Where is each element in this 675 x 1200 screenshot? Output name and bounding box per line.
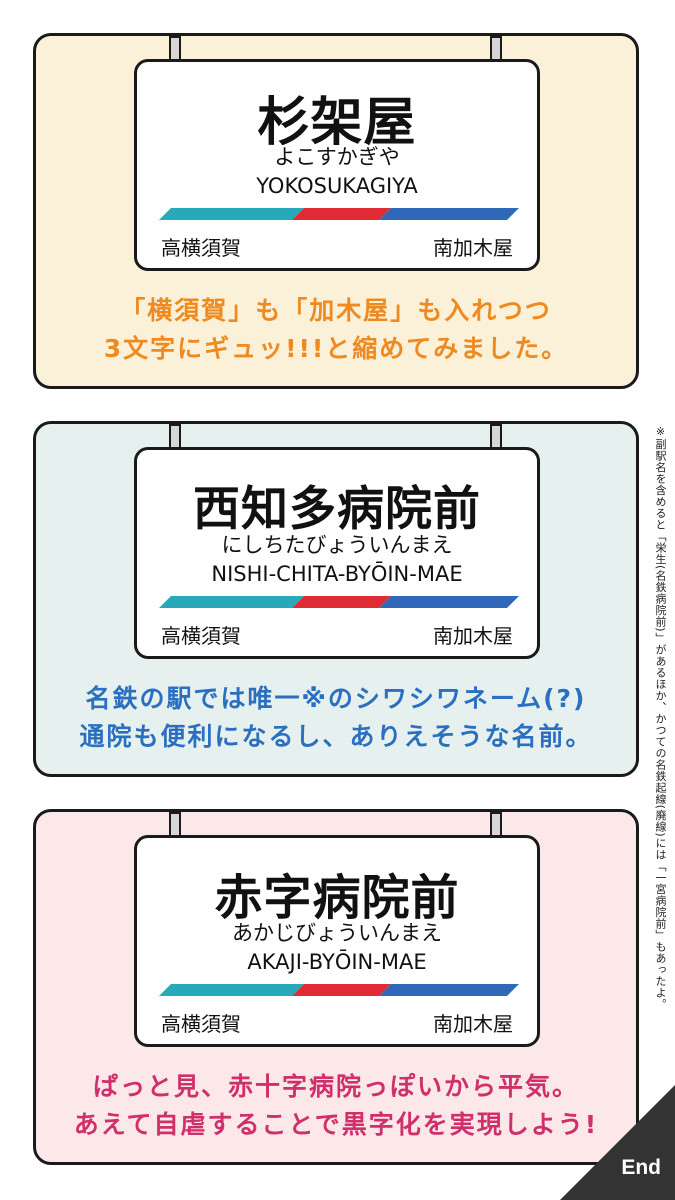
station-sign-3: 赤字病院前 あかじびょういんまえ AKAJI-BYŌIN-MAE 高横須賀 南加… [134,835,540,1047]
adjacent-station-left: 高横須賀 [161,236,241,260]
line-color-stripe [159,984,519,996]
caption-2: 名鉄の駅では唯一※のシワシワネーム(?) 通院も便利になるし、ありえそうな名前。 [33,680,639,756]
caption-line: 「横須賀」も「加木屋」も入れつつ [120,296,552,325]
station-romaji: YOKOSUKAGIYA [256,174,418,198]
station-sign-2: 西知多病院前 にしちたびょういんまえ NISHI-CHITA-BYŌIN-MAE… [134,447,540,659]
caption-line: 3文字にギュッ!!!と縮めてみました。 [103,334,569,363]
station-kana: にしちたびょういんまえ [221,533,453,557]
station-name: 杉架屋 [257,93,417,153]
station-kana: よこすかぎや [274,145,400,169]
adjacent-station-left: 高横須賀 [161,1012,241,1036]
caption-line: 名鉄の駅では唯一※のシワシワネーム(?) [85,684,587,713]
adjacent-station-left: 高横須賀 [161,624,241,648]
line-color-stripe [159,596,519,608]
caption-line: ぱっと見、赤十字病院っぽいから平気。 [92,1072,579,1101]
caption-3: ぱっと見、赤十字病院っぽいから平気。 あえて自虐することで黒字化を実現しよう! [33,1068,639,1144]
station-sign-1: 杉架屋 よこすかぎや YOKOSUKAGIYA 高横須賀 南加木屋 [134,59,540,271]
adjacent-station-right: 南加木屋 [433,1012,513,1036]
station-kana: あかじびょういんまえ [232,921,442,945]
line-color-stripe [159,208,519,220]
side-footnote: ※副駅名を含めると「栄生(名鉄病院前)」があるほか、かつての名鉄起線(廃線)には… [654,425,667,1010]
adjacent-station-right: 南加木屋 [433,236,513,260]
station-romaji: NISHI-CHITA-BYŌIN-MAE [211,562,463,586]
caption-1: 「横須賀」も「加木屋」も入れつつ 3文字にギュッ!!!と縮めてみました。 [33,292,639,368]
adjacent-station-right: 南加木屋 [433,624,513,648]
caption-line: 通院も便利になるし、ありえそうな名前。 [79,722,593,751]
caption-line: あえて自虐することで黒字化を実現しよう! [73,1110,599,1139]
station-name: 西知多病院前 [193,482,481,537]
station-name: 赤字病院前 [214,870,460,926]
end-label: End [621,1156,661,1179]
station-romaji: AKAJI-BYŌIN-MAE [247,950,427,974]
end-corner-triangle [560,1085,675,1200]
